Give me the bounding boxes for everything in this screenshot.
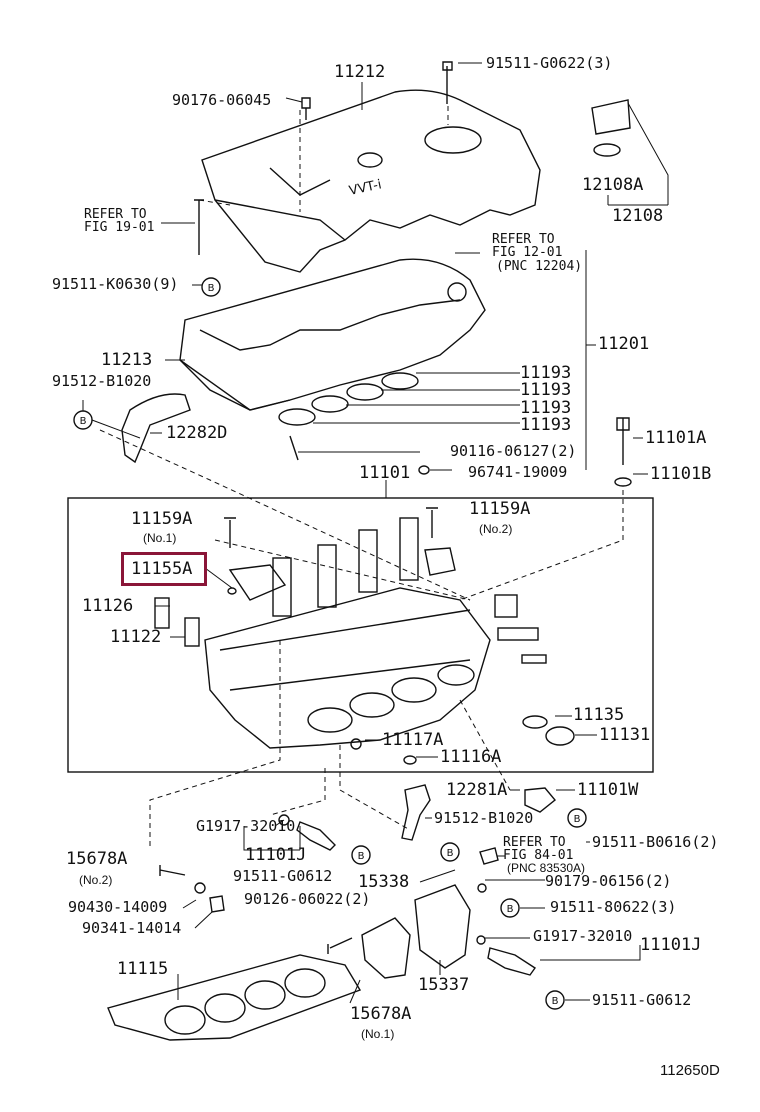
highlight-box-11155a [121, 552, 207, 586]
part-label-91512-b1020[interactable]: 91512-B1020 [52, 372, 152, 390]
part-label-11193-4[interactable]: 11193 [520, 415, 572, 435]
part-label-g1917-32010-lower[interactable]: G1917-32010 [533, 927, 633, 945]
refer-note-fig-84-01-line3: (PNC 83530A) [507, 861, 586, 875]
part-label-91511-g0612-lower[interactable]: 91511-G0612 [592, 991, 692, 1009]
note-no2-upper: (No.2) [479, 522, 513, 536]
svg-text:B: B [447, 848, 454, 859]
refer-note-fig-12-01-line1: REFER TO [492, 232, 555, 247]
head-group-frame [67, 497, 654, 773]
part-label-90116-06127-2[interactable]: 90116-06127(2) [450, 442, 577, 460]
b-marker [201, 277, 221, 297]
part-label-15338[interactable]: 15338 [358, 872, 410, 892]
part-label-11131[interactable]: 11131 [599, 725, 651, 745]
part-label-11193-3[interactable]: 11193 [520, 398, 572, 418]
oil-control-valve-b [487, 947, 536, 976]
part-label-15337[interactable]: 15337 [418, 975, 470, 995]
part-label-91511-g0612-upper[interactable]: 91511-G0612 [233, 867, 333, 885]
part-label-11159a-no1[interactable]: 11159A [131, 509, 193, 529]
part-label-15678a-no2[interactable]: 15678A [66, 849, 128, 869]
part-label-11135[interactable]: 11135 [573, 705, 625, 725]
bracket-12282d [121, 393, 191, 464]
bolt-91511-g0622 [442, 61, 453, 104]
part-label-12281a[interactable]: 12281A [446, 780, 508, 800]
note-no2-lower: (No.2) [79, 873, 113, 887]
part-label-g1917-32010-upper[interactable]: G1917-32010 [196, 817, 296, 835]
svg-text:B: B [507, 904, 514, 915]
part-label-90341-14014[interactable]: 90341-14014 [82, 919, 182, 937]
cylinder-head-11101 [204, 587, 491, 749]
part-label-91512-b1020-lower[interactable]: 91512-B1020 [434, 809, 534, 827]
svg-text:B: B [552, 996, 559, 1007]
part-label-91511-g0622-3[interactable]: 91511-G0622(3) [486, 54, 613, 72]
sensor-11101w [524, 787, 556, 813]
part-label-12282d[interactable]: 12282D [166, 423, 228, 443]
refer-note-fig-19-01-line1: REFER TO [84, 207, 147, 222]
cover-15338 [361, 917, 411, 979]
part-label-11155a[interactable]: 11155A [131, 559, 193, 579]
part-label-12108[interactable]: 12108 [612, 206, 664, 226]
note-no1-lower: (No.1) [361, 1027, 395, 1041]
refer-note-fig-84-01-line2[interactable]: FIG 84-01 [503, 848, 574, 863]
part-label-11193-1[interactable]: 11193 [520, 363, 572, 383]
part-label-11101w[interactable]: 11101W [577, 780, 639, 800]
part-label-11213[interactable]: 11213 [101, 350, 153, 370]
part-label-11101j-upper[interactable]: 11101J [245, 845, 307, 865]
part-label-12108a[interactable]: 12108A [582, 175, 644, 195]
part-label-90176-06045[interactable]: 90176-06045 [172, 91, 272, 109]
oil-filler-cap [591, 99, 631, 135]
part-label-11101a[interactable]: 11101A [645, 428, 707, 448]
refer-note-fig-12-01-line2[interactable]: FIG 12-01 [492, 245, 563, 260]
head-gasket-11115 [107, 954, 362, 1041]
part-label-11126[interactable]: 11126 [82, 596, 134, 616]
cover-15337 [414, 884, 471, 969]
note-no1-upper: (No.1) [143, 531, 177, 545]
part-label-11116a[interactable]: 11116A [440, 747, 502, 767]
bracket-12281a [401, 784, 431, 841]
oil-control-valve-a [296, 821, 336, 851]
refer-note-fig-84-01-line1: REFER TO [503, 835, 566, 850]
part-label-11201[interactable]: 11201 [598, 334, 650, 354]
part-label-11117a[interactable]: 11117A [382, 730, 444, 750]
svg-text:B: B [574, 814, 581, 825]
svg-text:B: B [80, 416, 87, 427]
part-label-15678a-no1[interactable]: 15678A [350, 1004, 412, 1024]
b-marker-letter: B [208, 283, 215, 294]
seal-ring-11193 [381, 372, 419, 390]
part-label-90126-06022-2[interactable]: 90126-06022(2) [244, 890, 371, 908]
part-label-11159a-no2[interactable]: 11159A [469, 499, 531, 519]
part-label-91511-b0616-2[interactable]: 91511-B0616(2) [592, 833, 719, 851]
part-label-90430-14009[interactable]: 90430-14009 [68, 898, 168, 916]
part-label-11193-2[interactable]: 11193 [520, 380, 572, 400]
figure-code: 112650D [660, 1062, 720, 1079]
valve-cover-11201 [179, 258, 486, 411]
refer-note-fig-12-01-line3: (PNC 12204) [496, 259, 583, 274]
part-label-91511-k0630-9[interactable]: 91511-K0630(9) [52, 275, 179, 293]
part-label-11115[interactable]: 11115 [117, 959, 169, 979]
part-label-11212[interactable]: 11212 [334, 62, 386, 82]
part-label-96741-19009[interactable]: 96741-19009 [468, 463, 568, 481]
refer-note-fig-19-01-line2[interactable]: FIG 19-01 [84, 220, 155, 235]
part-label-11122[interactable]: 11122 [110, 627, 162, 647]
part-label-90179-06156-2[interactable]: 90179-06156(2) [545, 872, 672, 890]
badge-text: VVT-i [348, 177, 383, 199]
svg-text:B: B [358, 851, 365, 862]
head-cover-11212 [201, 89, 541, 273]
part-label-11101j-lower[interactable]: 11101J [640, 935, 702, 955]
part-label-91511-80622-3[interactable]: 91511-80622(3) [550, 898, 677, 916]
part-label-11101b[interactable]: 11101B [650, 464, 712, 484]
part-label-11101[interactable]: 11101 [359, 463, 411, 483]
